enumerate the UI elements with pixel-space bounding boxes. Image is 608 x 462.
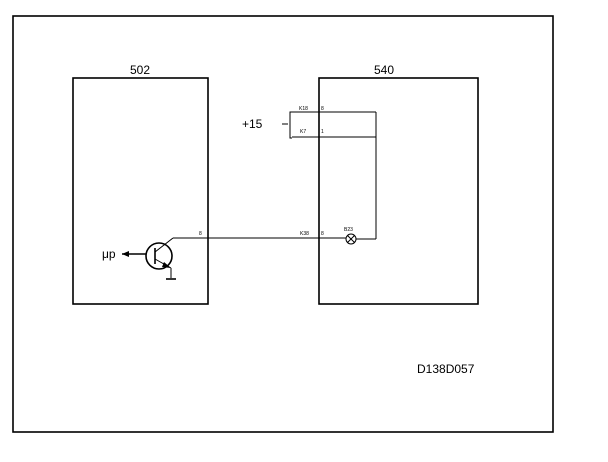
pin-label-8-top: 8	[321, 106, 324, 112]
module-502-box	[72, 77, 209, 305]
transistor-collector	[154, 237, 174, 253]
lamp-label: B23	[344, 227, 353, 233]
input-arrow	[122, 251, 129, 257]
supply-label: +15	[242, 117, 263, 131]
module-540-box	[318, 77, 479, 305]
supply-brace	[289, 111, 292, 139]
transistor-emitter-arrow	[162, 262, 171, 268]
outer-frame	[12, 15, 554, 433]
pin-label-8-502: 8	[199, 231, 202, 237]
pin-label-k18: K18	[299, 106, 308, 112]
input-label: μp	[102, 247, 116, 261]
module-540-label: 540	[374, 63, 394, 77]
pin-label-1-top: 1	[321, 129, 324, 135]
pin-label-8-540: 8	[321, 231, 324, 237]
module-502-label: 502	[130, 63, 150, 77]
pin-label-k38: K38	[300, 231, 309, 237]
transistor-symbol	[145, 242, 173, 270]
lamp-cross-b	[347, 235, 355, 243]
pin-label-k7: K7	[300, 129, 306, 135]
drawing-code: D138D057	[417, 362, 475, 376]
lamp-symbol	[345, 233, 357, 245]
